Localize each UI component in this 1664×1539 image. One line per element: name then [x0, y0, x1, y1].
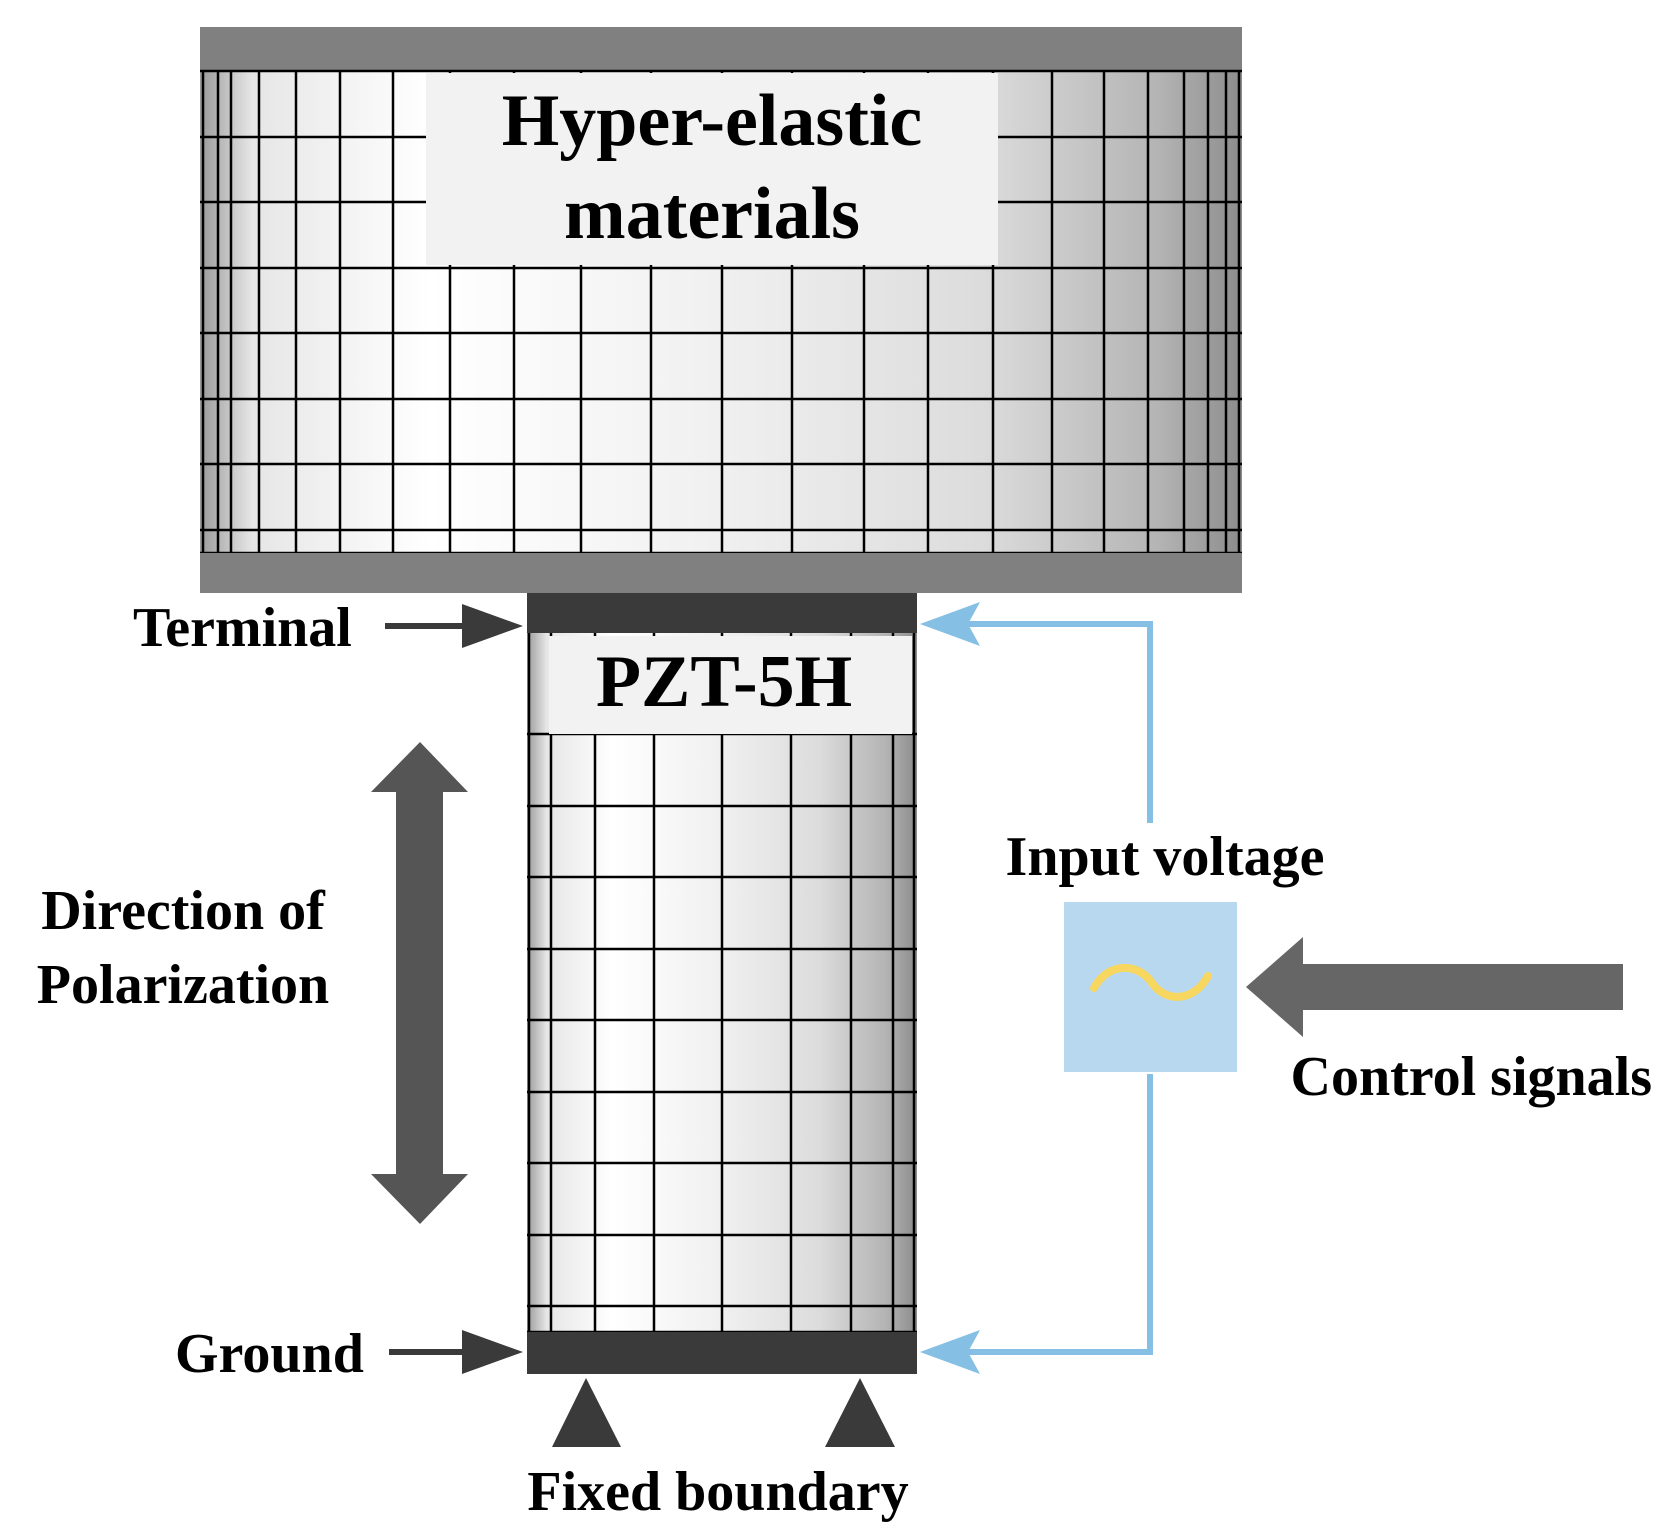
fixed-support-right: [825, 1378, 895, 1447]
ground-label: Ground: [175, 1323, 364, 1385]
polarization-label-line1: Direction of: [41, 880, 326, 942]
hyper-elastic-label-line1: Hyper-elastic: [502, 80, 923, 162]
terminal-electrode: [527, 593, 917, 633]
terminal-label: Terminal: [133, 597, 352, 659]
sine-wave-icon: [1090, 963, 1212, 1001]
wire-top: [950, 621, 1153, 823]
pzt-label: PZT-5H: [596, 641, 852, 723]
polarization-label-line2: Polarization: [37, 954, 329, 1016]
fixed-boundary-label: Fixed boundary: [527, 1461, 908, 1523]
pzt-label-box: [549, 636, 912, 734]
hyper-elastic-block: Hyper-elastic materials: [200, 27, 1242, 593]
wire-top-arrowhead: [920, 602, 980, 646]
input-voltage-label: Input voltage: [1006, 826, 1325, 888]
hyper-elastic-label-line2: materials: [564, 173, 860, 255]
terminal-arrow: [385, 604, 523, 648]
fixed-support-left: [552, 1378, 621, 1447]
control-signals-label: Control signals: [1291, 1046, 1652, 1108]
bottom-plate: [200, 553, 1242, 593]
wire-bottom: [950, 1074, 1153, 1355]
polarization-double-arrow: [371, 742, 468, 1224]
pzt-block: PZT-5H: [527, 593, 917, 1447]
hyper-elastic-label-box: [426, 73, 998, 265]
ground-arrow: [389, 1330, 523, 1374]
wire-bottom-arrowhead: [920, 1330, 980, 1374]
control-signals-arrow: [1246, 937, 1623, 1037]
voltage-circuit: [920, 602, 1237, 1374]
ground-electrode: [527, 1332, 917, 1374]
top-plate: [200, 27, 1242, 71]
